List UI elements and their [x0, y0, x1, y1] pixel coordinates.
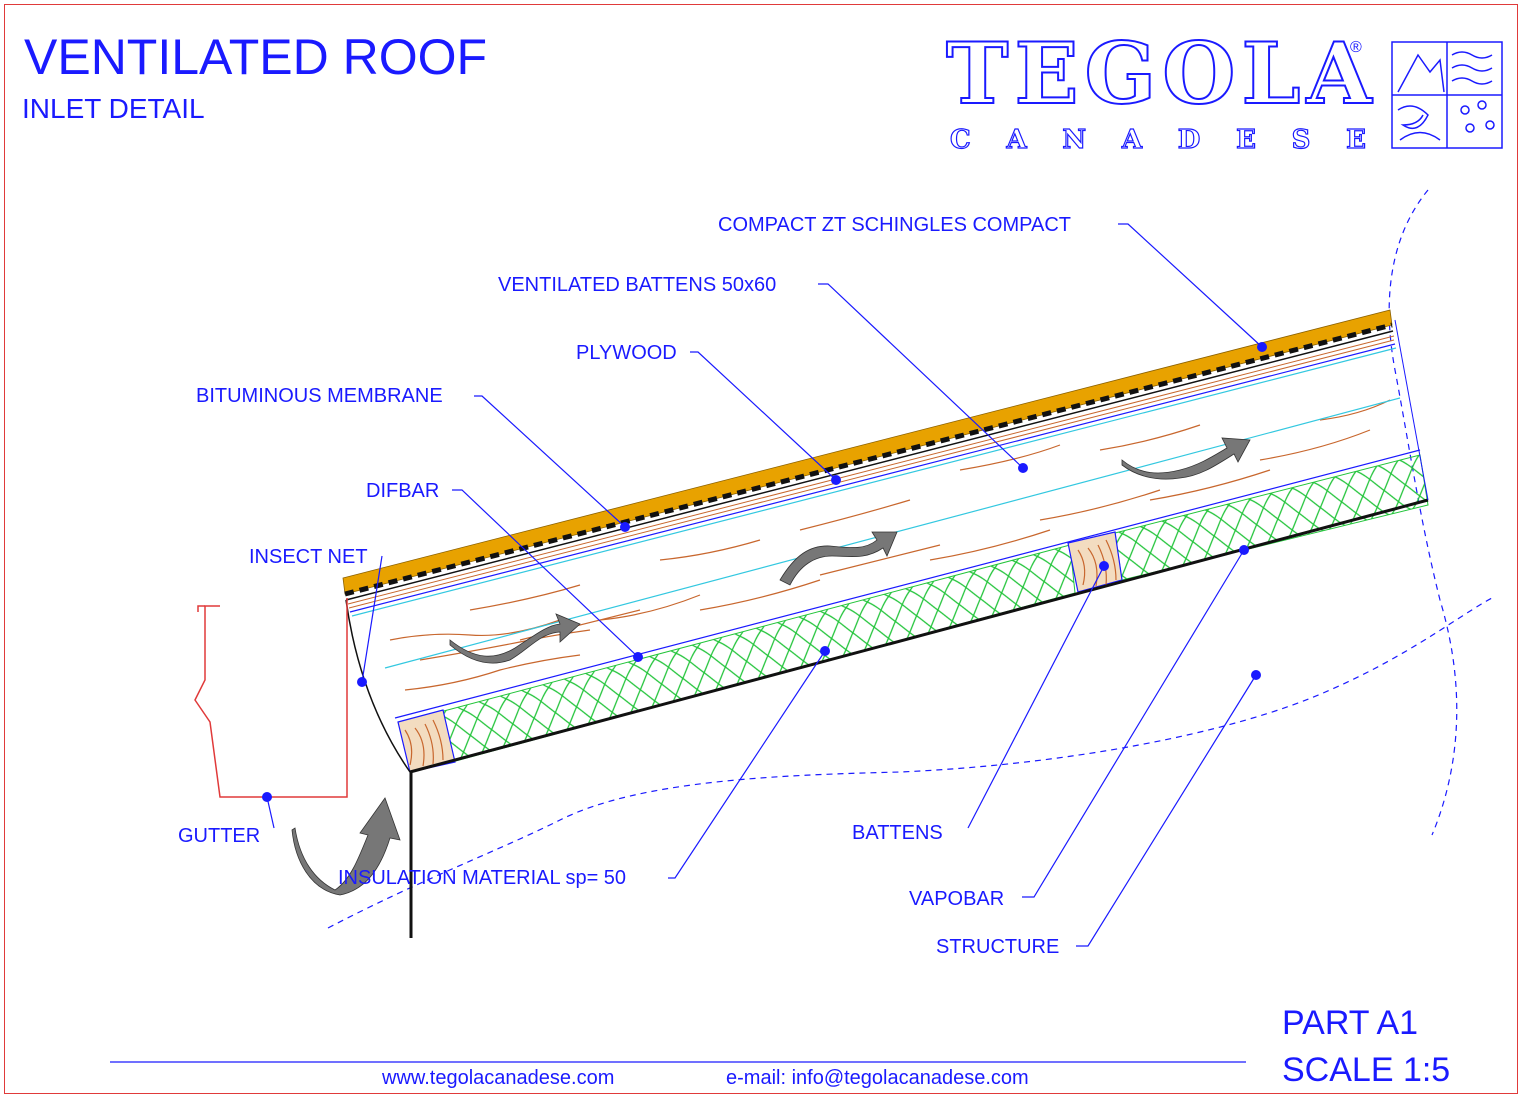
- insect-net: [345, 599, 411, 773]
- logo-brand: TEGOLA: [946, 24, 1378, 123]
- footer-email: e-mail: info@tegolacanadese.com: [726, 1067, 1029, 1089]
- batten-block-right: [1067, 531, 1123, 593]
- drawing-scale: SCALE 1:5: [1282, 1051, 1450, 1089]
- drawing-sheet-border: [4, 4, 1518, 1094]
- insulation-layer: [394, 449, 1429, 763]
- drawing-title: VENTILATED ROOF: [24, 29, 487, 85]
- section-break-line-bottom: [327, 597, 1493, 929]
- airflow-arrow-icon: [779, 531, 898, 586]
- label-shingles: COMPACT ZT SCHINGLES COMPACT: [718, 214, 1071, 236]
- airflow-arrow-icon: [449, 613, 581, 664]
- callout-leaders: [262, 223, 1267, 947]
- label-plywood: PLYWOOD: [576, 342, 677, 364]
- part-number: PART A1: [1282, 1004, 1418, 1042]
- section-cut-edge: [1394, 319, 1429, 501]
- vapobar-line: [409, 498, 1429, 774]
- label-structure: STRUCTURE: [936, 936, 1059, 958]
- label-bituminous-membrane: BITUMINOUS MEMBRANE: [196, 385, 443, 407]
- airflow-arrow-icon: [291, 797, 401, 896]
- logo-emblem-icon: [1391, 41, 1503, 149]
- gutter-profile: [194, 598, 348, 798]
- logo-tagline: CANADESE: [950, 125, 1366, 155]
- airflow-arrow-icon: [1121, 437, 1251, 480]
- shingles-layer: [342, 309, 1394, 601]
- label-insulation: INSULATION MATERIAL sp= 50: [338, 867, 626, 889]
- label-gutter: GUTTER: [178, 825, 260, 847]
- batten-block-left: [397, 709, 456, 773]
- label-vapobar: VAPOBAR: [909, 888, 1004, 910]
- label-insect-net: INSECT NET: [249, 546, 368, 568]
- drawing-subtitle: INLET DETAIL: [22, 93, 205, 124]
- airflow-arrows: [291, 437, 1251, 896]
- logo-registered-mark: ®: [1350, 39, 1362, 56]
- membrane-and-plywood-layers: [347, 335, 1397, 617]
- label-difbar: DIFBAR: [366, 480, 439, 502]
- label-ventilated-battens: VENTILATED BATTENS 50x60: [498, 274, 776, 296]
- tegola-canadese-logo: TEGOLA ® CANADESE: [945, 23, 1503, 156]
- label-battens: BATTENS: [852, 822, 943, 844]
- footer-website: www.tegolacanadese.com: [381, 1067, 614, 1089]
